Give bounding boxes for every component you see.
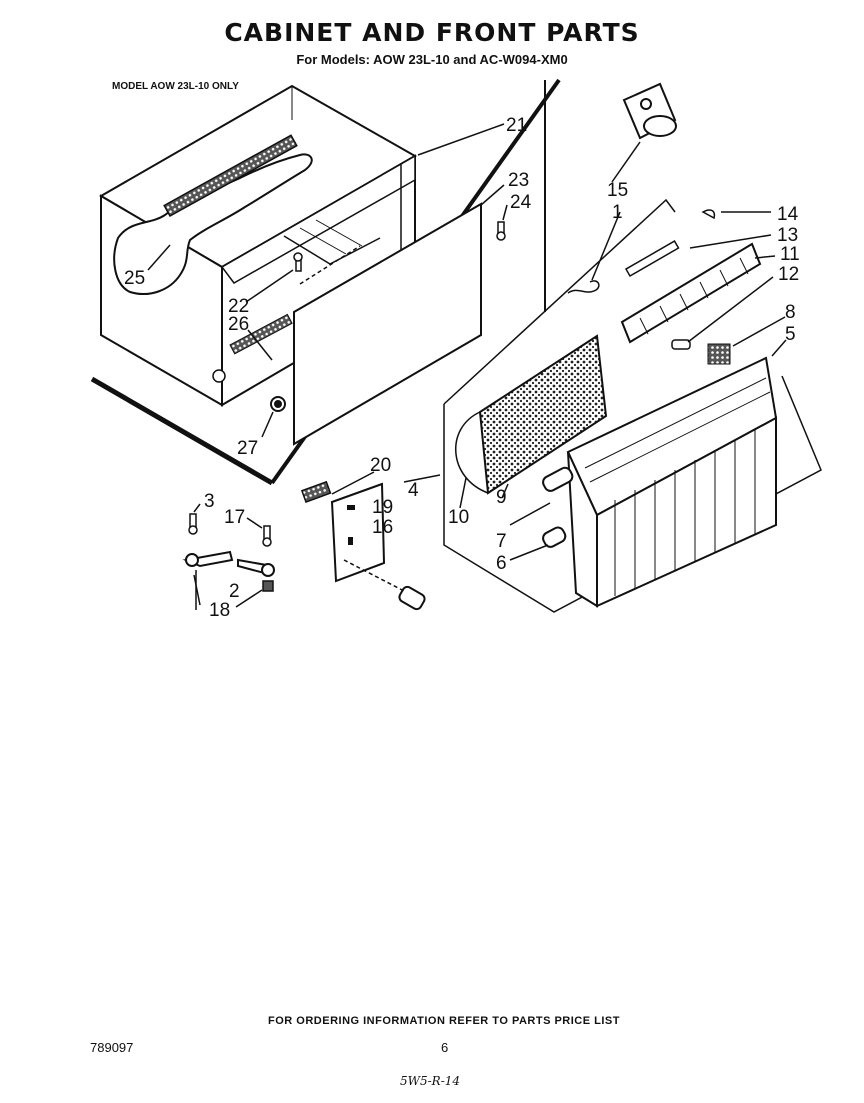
callout-19: 19 bbox=[372, 497, 393, 518]
handwritten-note: 5W5-R-14 bbox=[400, 1074, 461, 1088]
ordering-note: FOR ORDERING INFORMATION REFER TO PARTS … bbox=[268, 1015, 620, 1027]
louver bbox=[620, 240, 762, 344]
callout-8: 8 bbox=[785, 302, 796, 323]
page-subtitle: For Models: AOW 23L-10 and AC-W094-XM0 bbox=[296, 52, 568, 67]
callout-23: 23 bbox=[508, 170, 529, 191]
pin-14 bbox=[701, 209, 716, 220]
callout-6: 6 bbox=[496, 553, 507, 574]
control-plate bbox=[330, 482, 386, 583]
leader-lines bbox=[147, 123, 787, 608]
side-panel bbox=[293, 202, 482, 446]
nut-18 bbox=[262, 580, 274, 592]
motor-bracket bbox=[622, 82, 677, 140]
callout-22: 22 bbox=[228, 296, 249, 317]
callout-18: 18 bbox=[209, 600, 230, 621]
callout-2: 2 bbox=[229, 581, 240, 602]
callout-14: 14 bbox=[777, 204, 799, 225]
page-title: CABINET AND FRONT PARTS bbox=[224, 18, 640, 47]
callout-26: 26 bbox=[228, 314, 249, 335]
callout-4: 4 bbox=[408, 480, 419, 501]
callout-15: 15 bbox=[607, 180, 628, 201]
callout-20: 20 bbox=[370, 455, 391, 476]
screw-17 bbox=[262, 525, 272, 547]
knob-7 bbox=[542, 466, 574, 492]
spacer-20 bbox=[300, 480, 332, 503]
callout-5: 5 bbox=[785, 324, 796, 345]
callout-labels: 21 23 24 25 22 26 27 15 1 14 13 11 12 8 … bbox=[124, 115, 800, 621]
callout-17: 17 bbox=[224, 507, 245, 528]
knob-6 bbox=[542, 526, 567, 548]
air-filter bbox=[455, 334, 608, 495]
model-note: MODEL AOW 23L-10 ONLY bbox=[112, 81, 239, 92]
callout-16: 16 bbox=[372, 517, 393, 538]
callout-11: 11 bbox=[780, 244, 800, 265]
screw-22 bbox=[293, 252, 303, 272]
front-grille bbox=[566, 343, 778, 608]
knob-16 bbox=[398, 585, 426, 611]
callout-3: 3 bbox=[204, 491, 215, 512]
gasket-seal bbox=[113, 134, 313, 295]
spring-1 bbox=[567, 280, 600, 294]
callout-7: 7 bbox=[496, 531, 507, 552]
callout-27: 27 bbox=[237, 438, 258, 459]
clip-27 bbox=[270, 396, 286, 412]
callout-13: 13 bbox=[777, 225, 798, 246]
callout-21: 21 bbox=[506, 115, 527, 136]
callout-10: 10 bbox=[448, 507, 469, 528]
callout-24: 24 bbox=[510, 192, 532, 213]
callout-25: 25 bbox=[124, 268, 145, 289]
document-number: 789097 bbox=[90, 1040, 134, 1055]
callout-9: 9 bbox=[496, 487, 507, 508]
bracket-2 bbox=[182, 550, 275, 610]
callout-12: 12 bbox=[778, 264, 799, 285]
screw-3 bbox=[188, 513, 198, 535]
front-assembly-boundary bbox=[443, 198, 822, 613]
clip-12 bbox=[671, 339, 691, 350]
callout-1: 1 bbox=[612, 202, 623, 223]
screw-24 bbox=[496, 221, 506, 241]
page-number: 6 bbox=[441, 1040, 449, 1055]
